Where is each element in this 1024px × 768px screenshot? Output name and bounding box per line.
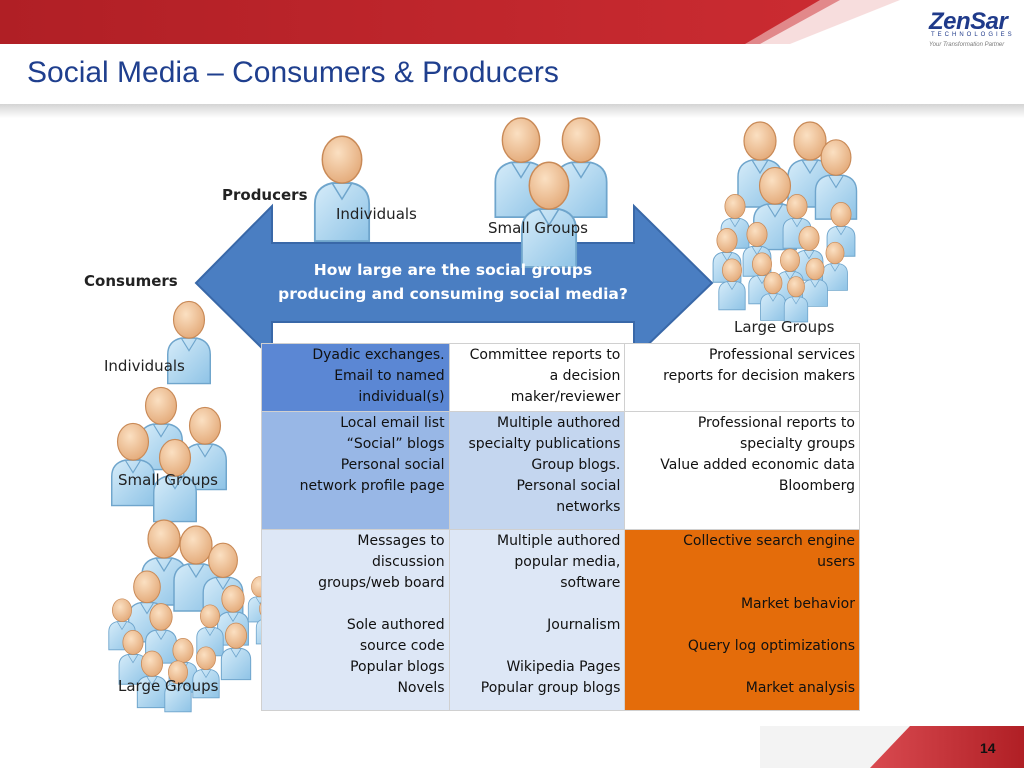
footer-decoration: [760, 726, 1024, 768]
table-row: Messages to discussion groups/web board …: [261, 529, 860, 711]
consumers-label: Consumers: [84, 272, 178, 290]
table-cell: Collective search engine users Market be…: [624, 529, 860, 711]
double-arrow: [194, 203, 714, 361]
consumer-individuals-label: Individuals: [104, 357, 185, 375]
person-figure-icon: [760, 271, 786, 321]
matrix-table: Dyadic exchanges. Email to named individ…: [261, 343, 860, 711]
producer-small-groups-label: Small Groups: [488, 219, 588, 237]
person-figure-icon: [220, 622, 252, 681]
person-figure-icon: [313, 135, 371, 242]
header-bar: [0, 0, 1024, 44]
table-cell: Multiple authored popular media, softwar…: [448, 529, 626, 711]
title-divider: [0, 104, 1024, 118]
producer-large-groups-label: Large Groups: [734, 318, 835, 336]
arrow-question: How large are the social groups producin…: [272, 258, 634, 306]
table-cell: Dyadic exchanges. Email to named individ…: [261, 343, 450, 412]
person-figure-icon: [718, 258, 746, 311]
producer-individuals-label: Individuals: [336, 205, 417, 223]
person-figure-icon: [802, 257, 828, 307]
arrow-question-line1: How large are the social groups: [313, 261, 593, 279]
table-cell: Multiple authored specialty publications…: [448, 411, 626, 530]
person-figure-icon: [520, 161, 578, 268]
consumer-small-groups-label: Small Groups: [118, 471, 218, 489]
table-cell: Professional services reports for decisi…: [624, 343, 860, 412]
consumer-large-groups-label: Large Groups: [118, 677, 219, 695]
page-number: 14: [980, 740, 996, 756]
logo-tagline: Your Transformation Partner: [929, 42, 1005, 48]
person-figure-icon: [110, 422, 155, 507]
logo-sub: TECHNOLOGIES: [931, 32, 1015, 38]
logo-name: ZenSar: [929, 8, 1008, 35]
slide-title: Social Media – Consumers & Producers: [27, 56, 559, 89]
table-cell: Committee reports to a decision maker/re…: [448, 343, 626, 412]
zensar-logo: ZenSar TECHNOLOGIES Your Transformation …: [929, 8, 1012, 48]
arrow-question-line2: producing and consuming social media?: [278, 285, 628, 303]
person-figure-icon: [783, 276, 809, 323]
person-figure-icon: [822, 241, 848, 291]
producers-label: Producers: [222, 186, 308, 204]
table-cell: Professional reports to specialty groups…: [624, 411, 860, 530]
table-cell: Local email list “Social” blogs Personal…: [261, 411, 450, 530]
table-row: Dyadic exchanges. Email to named individ…: [261, 343, 860, 412]
table-cell: Messages to discussion groups/web board …: [261, 529, 450, 711]
table-row: Local email list “Social” blogs Personal…: [261, 411, 860, 530]
